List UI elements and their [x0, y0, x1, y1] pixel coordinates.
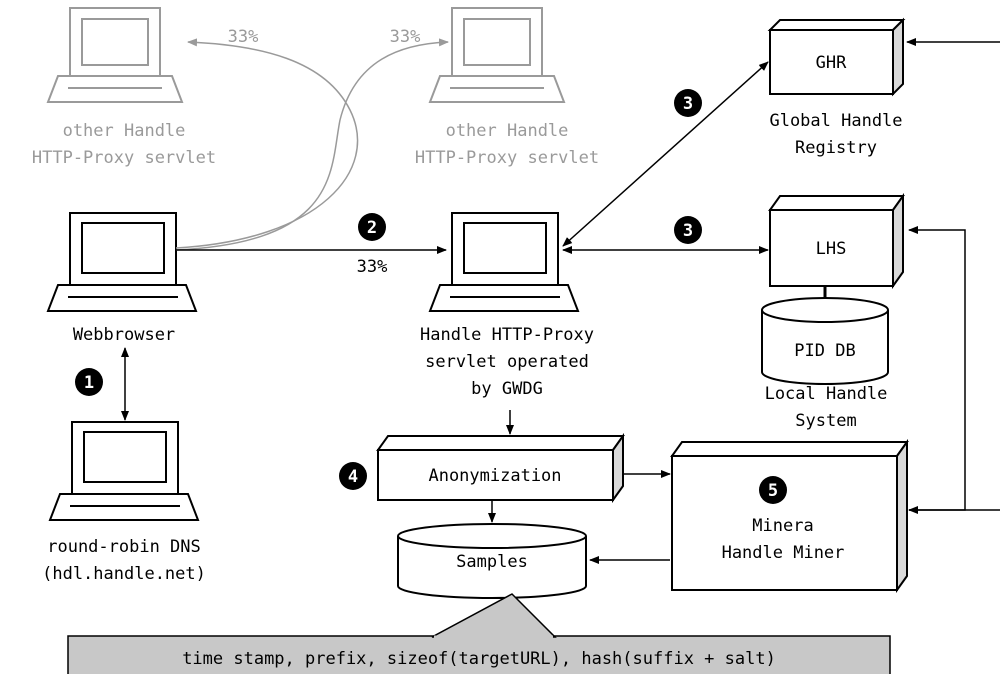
- proxy-label-1: Handle HTTP-Proxy: [420, 325, 594, 345]
- proxy-label-3: by GWDG: [471, 379, 543, 399]
- svg-text:3: 3: [683, 94, 693, 114]
- miner-box: [670, 438, 909, 594]
- other-left-label-2: HTTP-Proxy servlet: [32, 148, 216, 168]
- step-badge-2: 2: [358, 213, 386, 241]
- other-right-label-1: other Handle: [446, 121, 569, 141]
- percent-left: 33%: [228, 27, 259, 47]
- step-badge-3-ghr: 3: [674, 89, 702, 117]
- ghr-server-box: [767, 17, 906, 97]
- other-proxy-left-laptop-icon: [46, 7, 184, 103]
- miner-to-lhs-feedback: [908, 226, 966, 511]
- ghr-label-1: Global Handle: [769, 111, 902, 131]
- step-badge-1: 1: [75, 368, 103, 396]
- samples-cylinder: [397, 523, 587, 599]
- dns-laptop-icon: [48, 421, 200, 521]
- proxy-ghr-arrow: [562, 61, 769, 247]
- step-badge-4: 4: [339, 462, 367, 490]
- step-badge-3-lhs: 3: [674, 216, 702, 244]
- svg-text:4: 4: [348, 467, 358, 487]
- curve-to-other-left: [175, 38, 359, 249]
- miner-label-1: Minera: [752, 516, 813, 536]
- dns-label-1: round-robin DNS: [47, 537, 201, 557]
- other-right-label-2: HTTP-Proxy servlet: [415, 148, 599, 168]
- curve-to-other-right: [175, 38, 449, 251]
- webbrowser-label: Webbrowser: [73, 325, 175, 345]
- lhs-label-2: System: [795, 411, 856, 431]
- svg-text:3: 3: [683, 221, 693, 241]
- lhs-box-label: LHS: [816, 239, 847, 259]
- svg-text:1: 1: [84, 373, 94, 393]
- percent-right: 33%: [390, 27, 421, 47]
- samples-label: Samples: [456, 552, 528, 572]
- dns-label-2: (hdl.handle.net): [42, 564, 206, 584]
- sample-fields-callout: time stamp, prefix, sizeof(targetURL), h…: [67, 593, 891, 674]
- anonymization-box: [376, 432, 625, 504]
- ghr-box-label: GHR: [816, 53, 847, 73]
- ghr-label-2: Registry: [795, 138, 877, 158]
- lhs-server-box: [768, 192, 905, 290]
- miner-label-2: Handle Miner: [722, 543, 845, 563]
- webbrowser-laptop-icon: [46, 212, 198, 312]
- percent-main: 33%: [357, 257, 388, 277]
- svg-text:2: 2: [367, 218, 377, 238]
- step-badge-5: 5: [759, 476, 787, 504]
- proxy-label-2: servlet operated: [425, 352, 589, 372]
- lhs-label-1: Local Handle: [765, 384, 888, 404]
- pid-db-cylinder: [761, 297, 889, 385]
- anonymization-label: Anonymization: [428, 466, 561, 486]
- svg-text:5: 5: [768, 481, 778, 501]
- piddb-label: PID DB: [794, 341, 855, 361]
- sample-fields-text: time stamp, prefix, sizeof(targetURL), h…: [182, 649, 776, 669]
- proxy-laptop-icon: [428, 212, 580, 312]
- other-proxy-right-laptop-icon: [428, 7, 566, 103]
- other-left-label-1: other Handle: [63, 121, 186, 141]
